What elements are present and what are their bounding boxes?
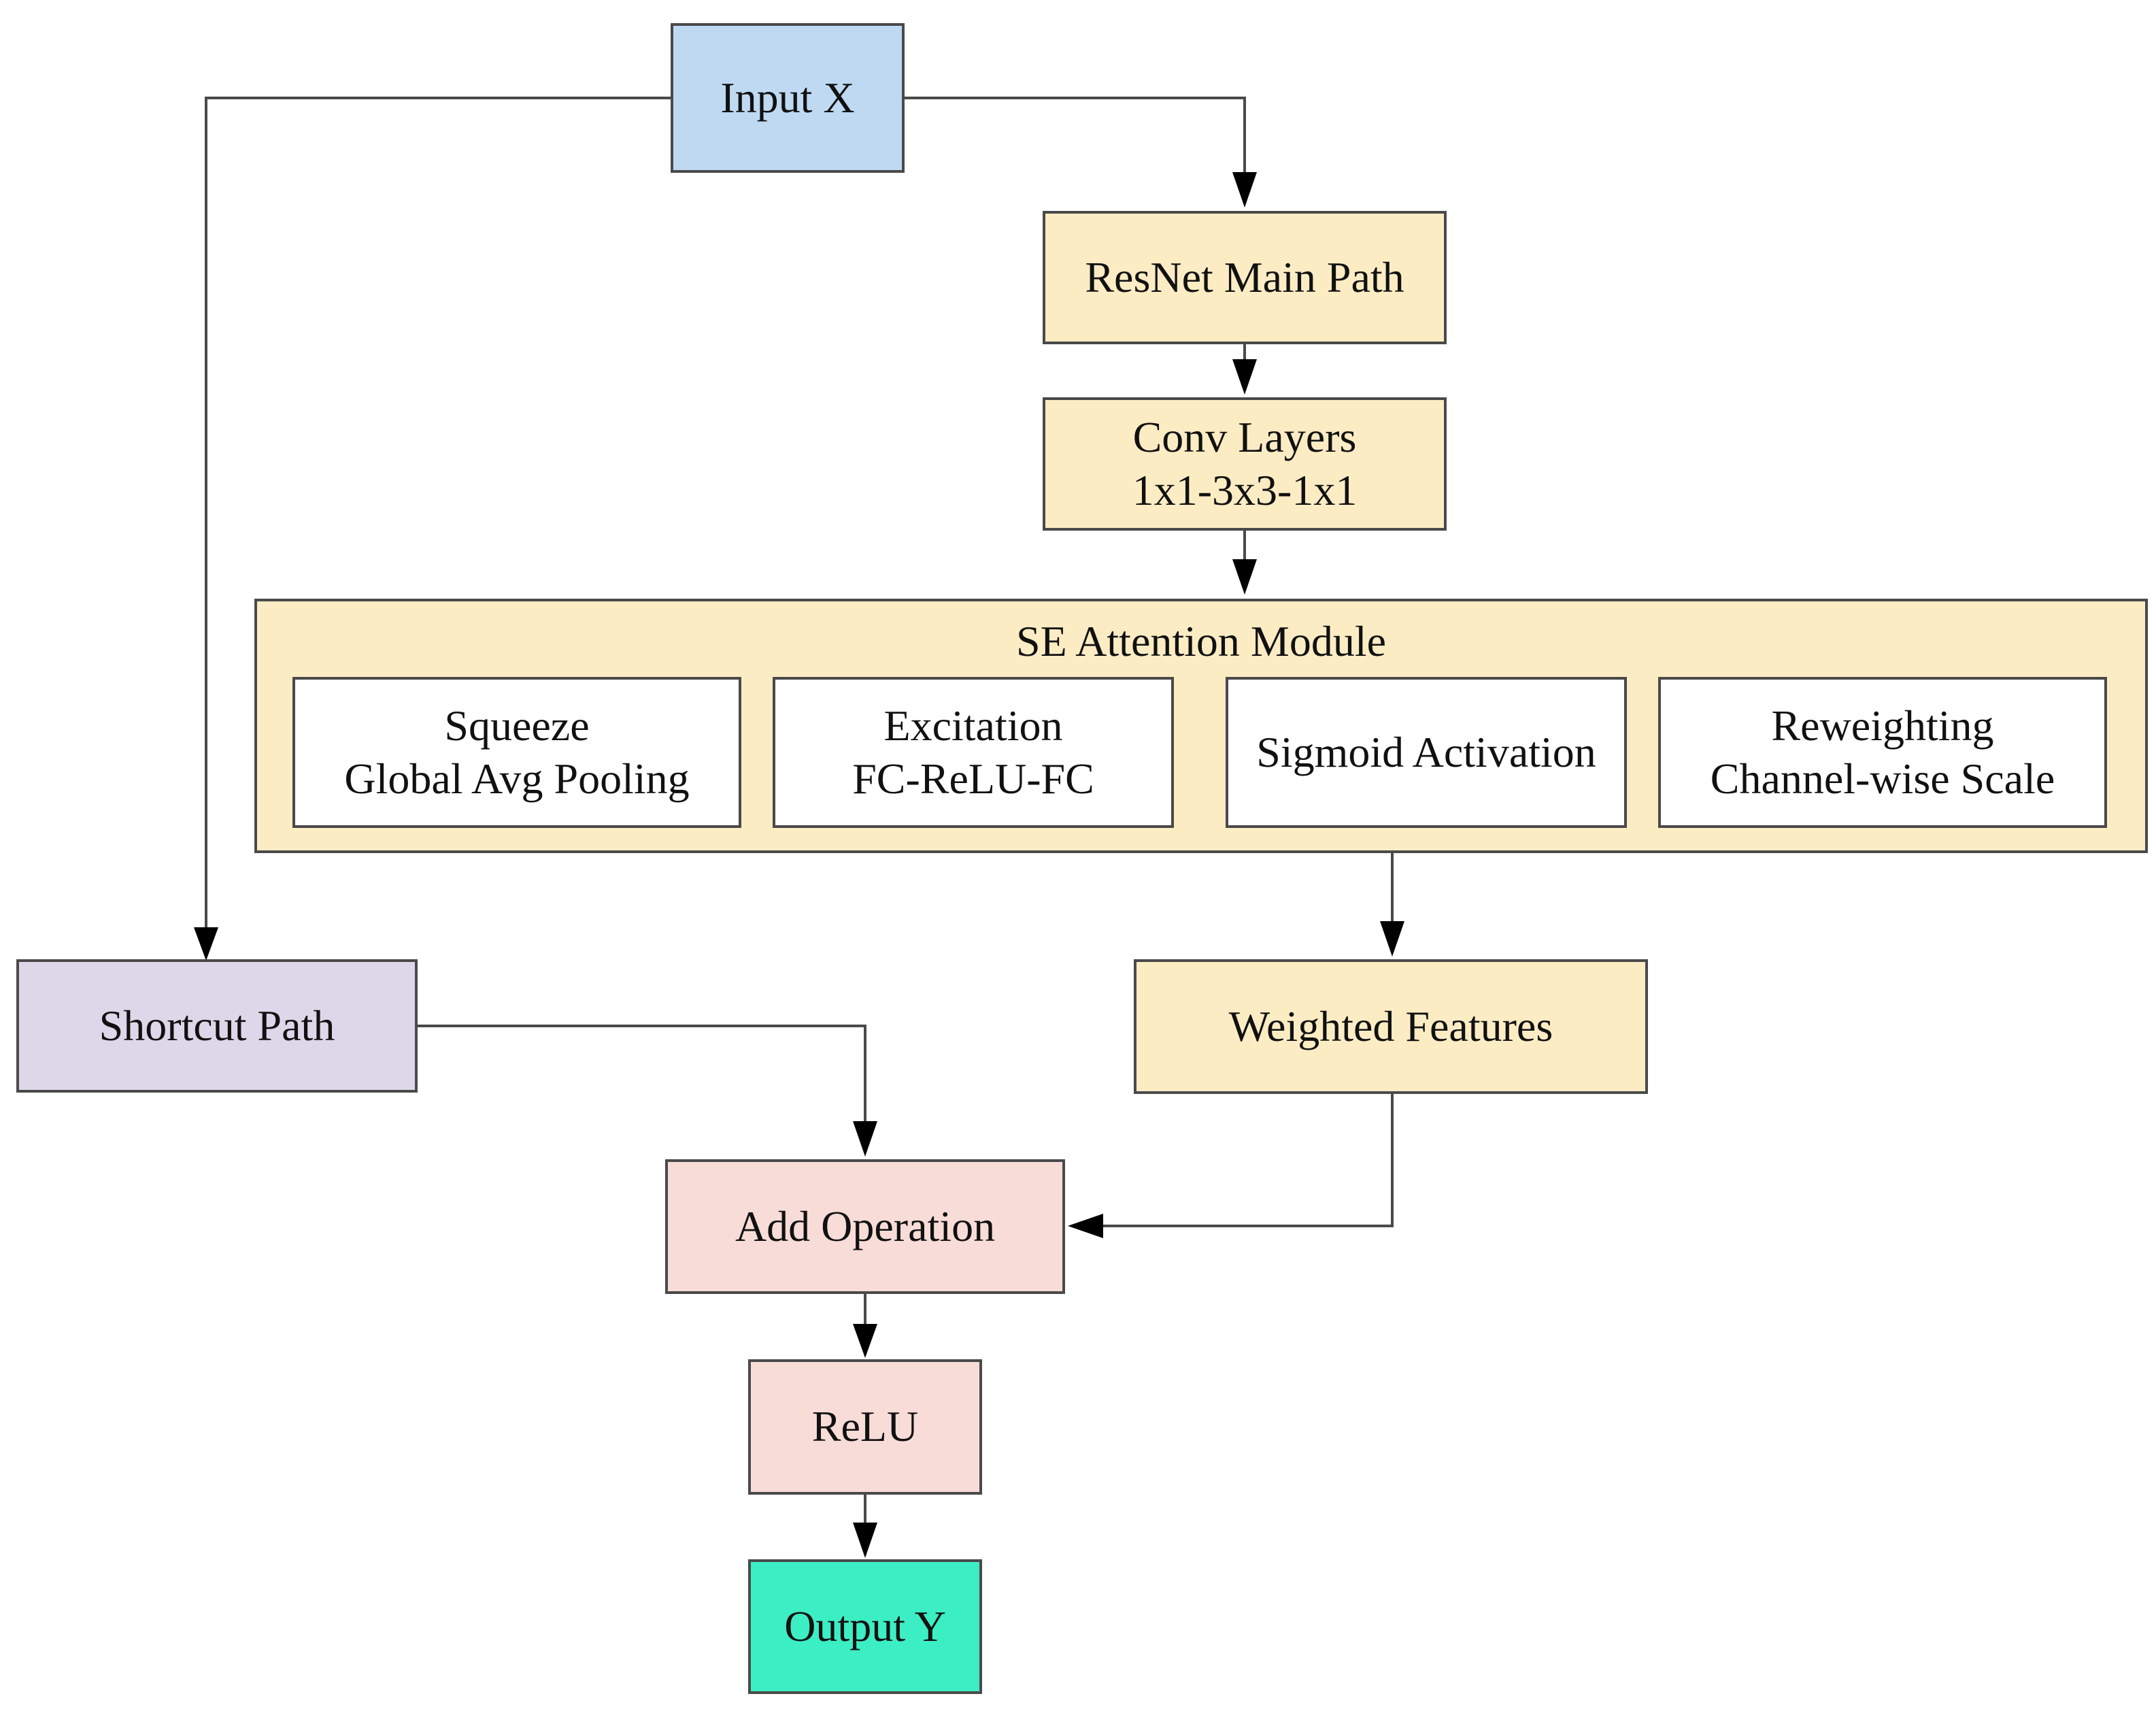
weighted-features-node: Weighted Features — [1134, 959, 1648, 1094]
arrowhead-resnet-main — [1232, 172, 1257, 207]
arrowhead-shortcut — [194, 927, 218, 961]
excitation-title: Excitation — [883, 701, 1063, 750]
conv-layers-title: Conv Layers — [1132, 412, 1357, 461]
weighted-features-label: Weighted Features — [1228, 1001, 1553, 1050]
reweighting-title: Reweighting — [1771, 701, 1994, 750]
edge-input-to-main — [905, 97, 1246, 173]
output-node: Output Y — [748, 1559, 982, 1694]
squeeze-node: Squeeze Global Avg Pooling — [292, 677, 741, 828]
squeeze-detail: Global Avg Pooling — [344, 754, 690, 803]
input-node: Input X — [671, 23, 905, 173]
resnet-main-path-node: ResNet Main Path — [1043, 211, 1447, 344]
arrowhead-add-from-weighted — [1068, 1214, 1103, 1238]
se-module-title: SE Attention Module — [1016, 617, 1386, 665]
edge-input-to-shortcut — [205, 97, 671, 929]
conv-layers-node: Conv Layers 1x1-3x3-1x1 — [1043, 397, 1447, 531]
squeeze-title: Squeeze — [444, 701, 590, 750]
arrowhead-conv — [1232, 359, 1257, 395]
reweighting-node: Reweighting Channel-wise Scale — [1658, 677, 2107, 828]
resnet-main-path-label: ResNet Main Path — [1085, 252, 1404, 301]
excitation-detail: FC-ReLU-FC — [852, 754, 1094, 803]
shortcut-path-node: Shortcut Path — [16, 959, 418, 1093]
arrowhead-add-from-shortcut — [853, 1121, 877, 1157]
add-operation-node: Add Operation — [665, 1159, 1065, 1294]
sigmoid-activation-node: Sigmoid Activation — [1226, 677, 1627, 828]
relu-node: ReLU — [748, 1359, 982, 1495]
conv-layers-spec: 1x1-3x3-1x1 — [1132, 466, 1358, 514]
arrowhead-output — [853, 1523, 877, 1558]
add-operation-label: Add Operation — [735, 1201, 996, 1250]
input-label: Input X — [720, 73, 855, 122]
arrowhead-relu — [853, 1324, 877, 1358]
edge-shortcut-to-add — [418, 1025, 866, 1123]
relu-label: ReLU — [811, 1402, 919, 1451]
arrowhead-weighted — [1380, 921, 1404, 957]
sigmoid-activation-label: Sigmoid Activation — [1256, 727, 1596, 776]
shortcut-path-label: Shortcut Path — [99, 1001, 335, 1050]
output-label: Output Y — [784, 1601, 946, 1650]
edge-weighted-to-add — [1102, 1094, 1394, 1227]
excitation-node: Excitation FC-ReLU-FC — [773, 677, 1174, 828]
reweighting-detail: Channel-wise Scale — [1710, 754, 2055, 803]
arrowhead-se — [1232, 559, 1257, 595]
